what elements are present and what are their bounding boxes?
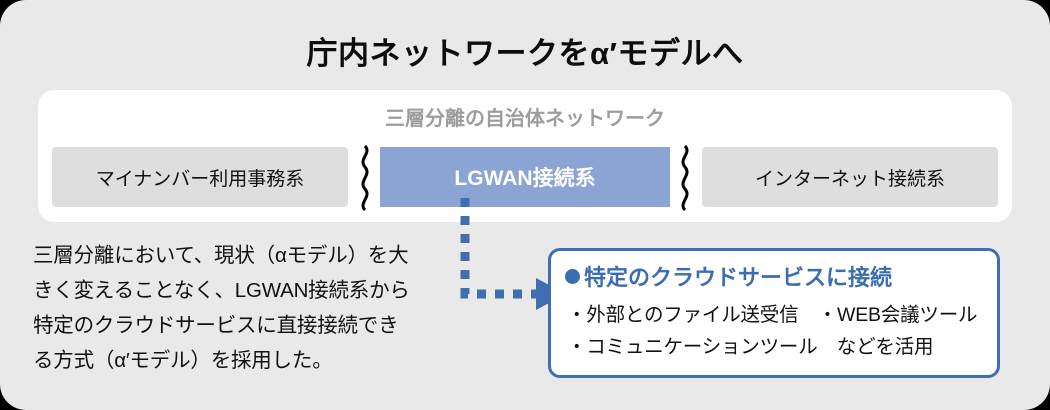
- zone-label: インターネット接続系: [754, 168, 945, 190]
- description-line: る方式（α′モデル）を採用した。: [33, 349, 333, 372]
- description-paragraph: 三層分離において、現状（αモデル）を大 きく変えることなく、LGWAN接続系から…: [33, 238, 453, 378]
- filled-circle-icon: [565, 268, 580, 284]
- description-line: 三層分離において、現状（αモデル）を大: [33, 244, 409, 267]
- callout-line: ・コミュニケーションツール などを活用: [567, 336, 934, 358]
- description-line: 特定のクラウドサービスに直接接続でき: [33, 314, 399, 337]
- wavy-divider-icon: [361, 145, 369, 211]
- description-line: きく変えることなく、LGWAN接続系から: [33, 279, 410, 302]
- callout-line: ・外部とのファイル送受信 ・WEB会議ツール: [567, 304, 978, 326]
- wavy-divider-icon: [681, 145, 689, 211]
- network-panel-heading: 三層分離の自治体ネットワーク: [385, 108, 665, 130]
- zone-internet: インターネット接続系: [702, 147, 998, 207]
- callout-box: 特定のクラウドサービスに接続 ・外部とのファイル送受信 ・WEB会議ツール ・コ…: [548, 248, 1000, 378]
- network-zone-row: マイナンバー利用事務系 LGWAN接続系 インターネット接続系: [52, 145, 998, 211]
- zone-lgwan: LGWAN接続系: [380, 147, 670, 207]
- callout-heading-label: 特定のクラウドサービスに接続: [584, 265, 893, 290]
- callout-body: ・外部とのファイル送受信 ・WEB会議ツール ・コミュニケーションツール などを…: [567, 299, 991, 363]
- page-title: 庁内ネットワークをα′モデルへ: [306, 36, 744, 71]
- callout-heading: 特定のクラウドサービスに接続: [565, 260, 892, 292]
- zone-mynumber: マイナンバー利用事務系: [52, 147, 348, 207]
- network-panel: 三層分離の自治体ネットワーク マイナンバー利用事務系 LGWAN接続系 インター…: [38, 90, 1012, 222]
- zone-label: LGWAN接続系: [454, 167, 596, 190]
- zone-label: マイナンバー利用事務系: [95, 168, 305, 190]
